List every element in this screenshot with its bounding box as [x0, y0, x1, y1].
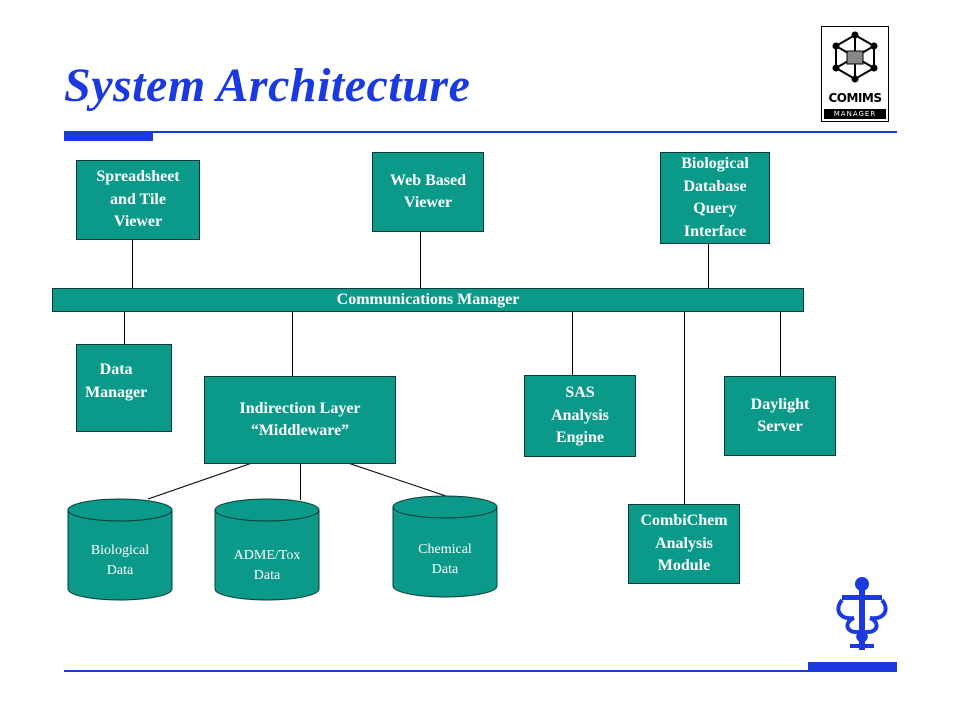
biological-database-query-box: Biological Database Query Interface	[660, 152, 770, 244]
chemical-data-cylinder	[392, 495, 498, 598]
connector-spreadsheet	[132, 239, 133, 289]
footer-line	[64, 670, 897, 672]
chemical-data-label: Chemical Data	[418, 542, 472, 577]
logo-brand-text: COMIMS	[828, 91, 883, 105]
combichem-analysis-module-box: CombiChem Analysis Module	[628, 504, 740, 584]
adme-tox-data-label: ADME/Tox Data	[233, 548, 301, 583]
indirection-layer-box: Indirection Layer “Middleware”	[204, 376, 396, 464]
daylight-server-box: Daylight Server	[724, 376, 836, 456]
spreadsheet-tile-viewer-box: Spreadsheet and Tile Viewer	[76, 160, 200, 240]
communications-manager-bar: Communications Manager	[52, 288, 804, 312]
logo-sub-text: MANAGER	[824, 109, 886, 119]
title-underline-bar	[64, 131, 153, 141]
web-based-viewer-box: Web Based Viewer	[372, 152, 484, 232]
connector-web-viewer	[420, 231, 421, 289]
connector-data-manager	[124, 311, 125, 345]
connector-daylight	[780, 311, 781, 377]
connector-bio-query	[708, 243, 709, 289]
adme-tox-data-cylinder	[214, 498, 320, 601]
biological-data-cylinder	[67, 498, 173, 601]
title-underline-line	[64, 131, 897, 133]
connector-indirection	[292, 311, 293, 377]
caduceus-logo-icon	[836, 577, 888, 650]
connector-biological	[147, 462, 253, 500]
sas-analysis-engine-box: SAS Analysis Engine	[524, 375, 636, 457]
connector-sas	[572, 311, 573, 376]
connector-chemical	[347, 462, 447, 497]
page-title: System Architecture	[64, 59, 471, 112]
connector-adme	[300, 463, 301, 500]
comims-manager-logo-icon: COMIMS MANAGER	[821, 26, 889, 122]
data-manager-box: Data Manager	[76, 344, 172, 432]
connector-combichem	[684, 311, 685, 505]
biological-data-label: Biological Data	[90, 543, 150, 578]
footer-bar	[808, 662, 897, 672]
